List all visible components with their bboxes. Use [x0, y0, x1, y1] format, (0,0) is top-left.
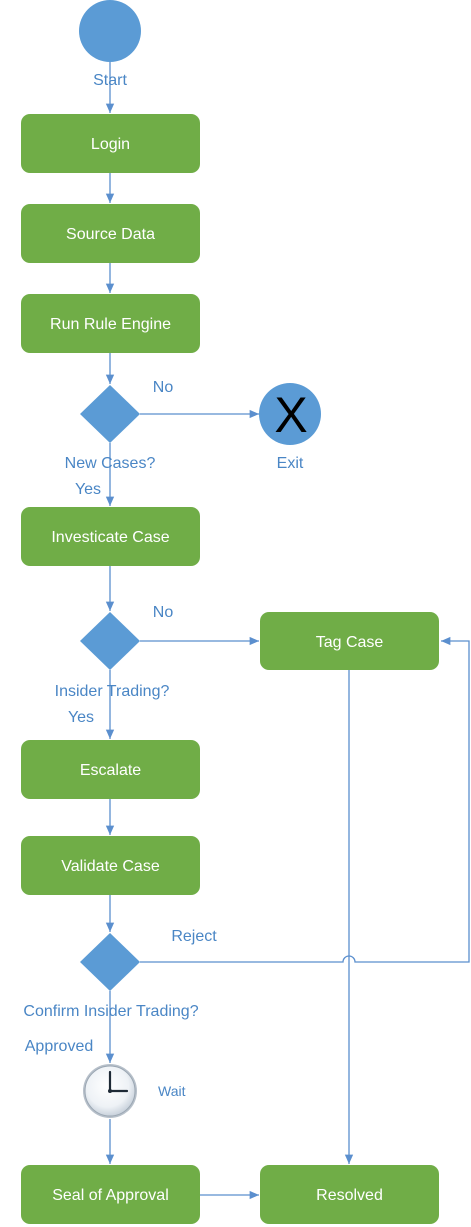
new-cases-question: New Cases? [65, 455, 156, 472]
process-seal-of-approval: Seal of Approval [21, 1165, 200, 1224]
validate-case-box [21, 836, 200, 895]
seal-of-approval-box [21, 1165, 200, 1224]
escalate-box [21, 740, 200, 799]
exit-label: Exit [277, 455, 304, 472]
run-rule-engine-box [21, 294, 200, 353]
confirm-approved-label: Approved [25, 1038, 94, 1055]
exit-circle [259, 383, 321, 445]
new-cases-yes-label: Yes [75, 481, 101, 498]
start-label: Start [93, 72, 127, 89]
validate-case-label: Validate Case [61, 858, 160, 875]
decision-new-cases: New Cases? Yes No [65, 379, 174, 498]
insider-trading-no-label: No [153, 604, 174, 621]
login-label: Login [91, 136, 130, 153]
resolved-box [260, 1165, 439, 1224]
process-login: Login [21, 114, 200, 173]
exit-node: X Exit [259, 383, 321, 472]
escalate-label: Escalate [80, 762, 141, 779]
exit-x-icon: X [274, 387, 307, 443]
process-resolved: Resolved [260, 1165, 439, 1224]
investigate-case-label: Investicate Case [51, 529, 169, 546]
process-investigate-case: Investicate Case [21, 507, 200, 566]
process-run-rule-engine: Run Rule Engine [21, 294, 200, 353]
insider-trading-question: Insider Trading? [55, 683, 170, 700]
wait-node: Wait [83, 1064, 186, 1118]
confirm-reject-label: Reject [171, 928, 217, 945]
source-data-box [21, 204, 200, 263]
process-validate-case: Validate Case [21, 836, 200, 895]
edges [105, 62, 470, 1200]
decision-insider-trading: Insider Trading? Yes No [55, 604, 174, 726]
confirm-insider-trading-question: Confirm Insider Trading? [23, 1003, 198, 1020]
source-data-label: Source Data [66, 226, 155, 243]
new-cases-no-label: No [153, 379, 174, 396]
tag-case-box [260, 612, 439, 670]
insider-trading-yes-label: Yes [68, 709, 94, 726]
new-cases-diamond [80, 385, 140, 443]
clock-icon [83, 1064, 137, 1118]
confirm-insider-trading-diamond [80, 933, 140, 991]
tag-case-label: Tag Case [316, 634, 384, 651]
process-tag-case: Tag Case [260, 612, 439, 670]
insider-trading-diamond [80, 612, 140, 670]
decision-confirm-insider-trading: Confirm Insider Trading? Approved Reject [23, 928, 217, 1055]
login-box [21, 114, 200, 173]
start-node: Start [79, 0, 141, 89]
run-rule-engine-label: Run Rule Engine [50, 316, 171, 333]
wait-label: Wait [158, 1083, 186, 1099]
process-source-data: Source Data [21, 204, 200, 263]
resolved-label: Resolved [316, 1187, 383, 1204]
process-escalate: Escalate [21, 740, 200, 799]
seal-of-approval-label: Seal of Approval [52, 1187, 169, 1204]
investigate-case-box [21, 507, 200, 566]
start-circle [79, 0, 141, 62]
edge-decision3-reject-tagcase [140, 636, 470, 963]
